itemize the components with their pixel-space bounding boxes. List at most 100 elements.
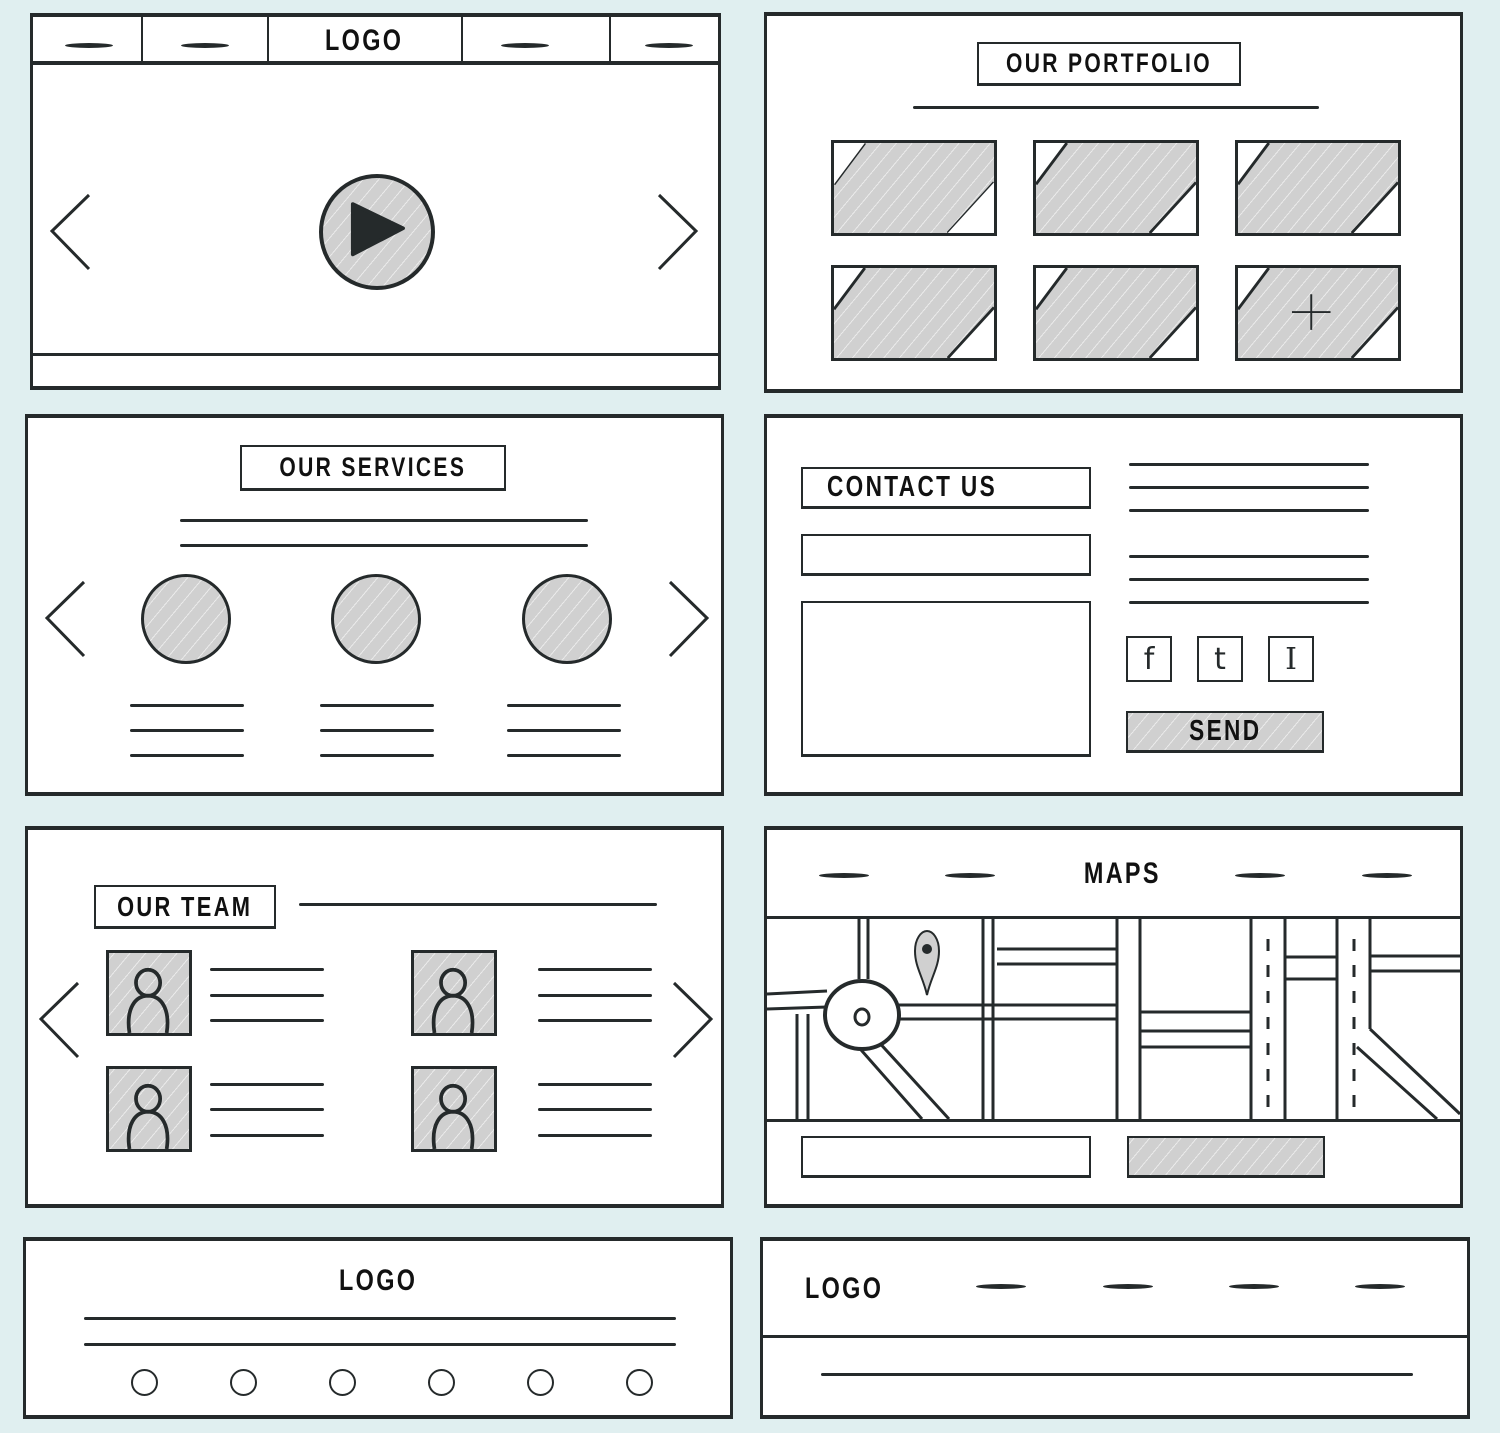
play-button[interactable] — [319, 174, 435, 290]
image-placeholder-icon — [1238, 143, 1398, 233]
maps-nav-link-3[interactable] — [1235, 873, 1285, 878]
services-desc-line-2 — [180, 544, 588, 547]
nav-link-3[interactable] — [501, 43, 549, 48]
service-2-line — [320, 754, 434, 757]
footer-b-panel: LOGO — [760, 1237, 1470, 1419]
contact-panel: CONTACT US f t I SEND — [764, 414, 1463, 796]
footer-a-line-1 — [84, 1317, 676, 1320]
portfolio-title: OUR PORTFOLIO — [1006, 48, 1212, 78]
footer-social-dot-6[interactable] — [626, 1369, 653, 1396]
image-placeholder-icon — [1036, 268, 1196, 358]
image-placeholder-icon — [834, 143, 994, 233]
maps-title: MAPS — [1083, 857, 1161, 890]
map-pin-icon[interactable] — [913, 929, 941, 997]
service-icon-1[interactable] — [141, 574, 231, 664]
portfolio-title-box: OUR PORTFOLIO — [977, 42, 1241, 86]
team-member-avatar-1[interactable] — [106, 950, 192, 1036]
services-next-button[interactable] — [666, 580, 710, 660]
team-member-avatar-4[interactable] — [411, 1066, 497, 1152]
team-member-1-line — [210, 1019, 324, 1022]
contact-info-line — [1129, 555, 1369, 558]
maps-nav-link-1[interactable] — [819, 873, 869, 878]
portfolio-item-3[interactable] — [1235, 140, 1401, 236]
send-button-label: SEND — [1188, 715, 1262, 747]
hero-logo[interactable]: LOGO — [324, 24, 404, 57]
team-member-3-line — [210, 1108, 324, 1111]
team-divider — [299, 903, 657, 906]
nav-link-2[interactable] — [181, 43, 229, 48]
maps-nav-link-2[interactable] — [945, 873, 995, 878]
nav-link-1[interactable] — [65, 43, 113, 48]
contact-info-line — [1129, 463, 1369, 466]
footer-social-dot-1[interactable] — [131, 1369, 158, 1396]
person-icon — [431, 1083, 475, 1149]
facebook-icon[interactable]: f — [1126, 636, 1172, 682]
portfolio-item-5[interactable] — [1033, 265, 1199, 361]
footer-b-nav-link-1[interactable] — [976, 1284, 1026, 1289]
service-icon-2[interactable] — [331, 574, 421, 664]
person-icon — [126, 1083, 170, 1149]
services-prev-button[interactable] — [44, 580, 88, 660]
chevron-left-icon — [44, 580, 86, 658]
play-icon — [350, 202, 405, 257]
hero-prev-button[interactable] — [49, 193, 93, 273]
team-next-button[interactable] — [670, 981, 714, 1059]
map-search-input[interactable] — [801, 1136, 1091, 1178]
team-title: OUR TEAM — [117, 890, 253, 922]
service-3-line — [507, 729, 621, 732]
team-member-avatar-2[interactable] — [411, 950, 497, 1036]
footer-b-nav-link-4[interactable] — [1355, 1284, 1405, 1289]
contact-name-input[interactable] — [801, 534, 1091, 576]
portfolio-item-1[interactable] — [831, 140, 997, 236]
contact-message-textarea[interactable] — [801, 601, 1091, 757]
footer-b-logo[interactable]: LOGO — [805, 1272, 884, 1305]
team-panel: OUR TEAM — [25, 826, 724, 1208]
portfolio-add-item[interactable] — [1235, 265, 1401, 361]
team-member-2-line — [538, 1019, 652, 1022]
service-1-line — [130, 729, 244, 732]
portfolio-item-2[interactable] — [1033, 140, 1199, 236]
service-3-line — [507, 754, 621, 757]
footer-social-dot-5[interactable] — [527, 1369, 554, 1396]
chevron-right-icon — [657, 193, 699, 271]
person-icon — [126, 967, 170, 1033]
team-member-1-line — [210, 994, 324, 997]
instagram-icon[interactable]: I — [1268, 636, 1314, 682]
contact-title: CONTACT US — [827, 471, 998, 503]
chevron-left-icon — [38, 981, 80, 1059]
contact-info-line — [1129, 578, 1369, 581]
chevron-right-icon — [672, 981, 714, 1059]
footer-b-nav-link-2[interactable] — [1103, 1284, 1153, 1289]
team-title-box: OUR TEAM — [94, 885, 276, 929]
hero-next-button[interactable] — [655, 193, 699, 273]
footer-b-nav-link-3[interactable] — [1229, 1284, 1279, 1289]
twitter-icon[interactable]: t — [1197, 636, 1243, 682]
image-placeholder-icon — [834, 268, 994, 358]
portfolio-item-4[interactable] — [831, 265, 997, 361]
plus-icon — [1291, 294, 1331, 330]
chevron-left-icon — [49, 193, 91, 271]
footer-social-dot-2[interactable] — [230, 1369, 257, 1396]
nav-link-4[interactable] — [645, 43, 693, 48]
footer-social-dot-4[interactable] — [428, 1369, 455, 1396]
service-1-line — [130, 704, 244, 707]
map-search-button[interactable] — [1127, 1136, 1325, 1178]
footer-a-panel: LOGO — [23, 1237, 733, 1419]
team-member-1-line — [210, 968, 324, 971]
team-prev-button[interactable] — [38, 981, 82, 1059]
services-panel: OUR SERVICES — [25, 414, 724, 796]
send-button[interactable]: SEND — [1126, 711, 1324, 753]
team-member-3-line — [210, 1083, 324, 1086]
contact-info-line — [1129, 486, 1369, 489]
chevron-right-icon — [668, 580, 710, 658]
hero-nav-bar: LOGO — [33, 17, 718, 65]
map-view[interactable] — [767, 916, 1460, 1122]
footer-social-dot-3[interactable] — [329, 1369, 356, 1396]
maps-nav-link-4[interactable] — [1362, 873, 1412, 878]
team-member-4-line — [538, 1108, 652, 1111]
footer-a-logo[interactable]: LOGO — [338, 1264, 418, 1297]
service-icon-3[interactable] — [522, 574, 612, 664]
team-member-avatar-3[interactable] — [106, 1066, 192, 1152]
service-2-line — [320, 729, 434, 732]
team-member-4-line — [538, 1083, 652, 1086]
